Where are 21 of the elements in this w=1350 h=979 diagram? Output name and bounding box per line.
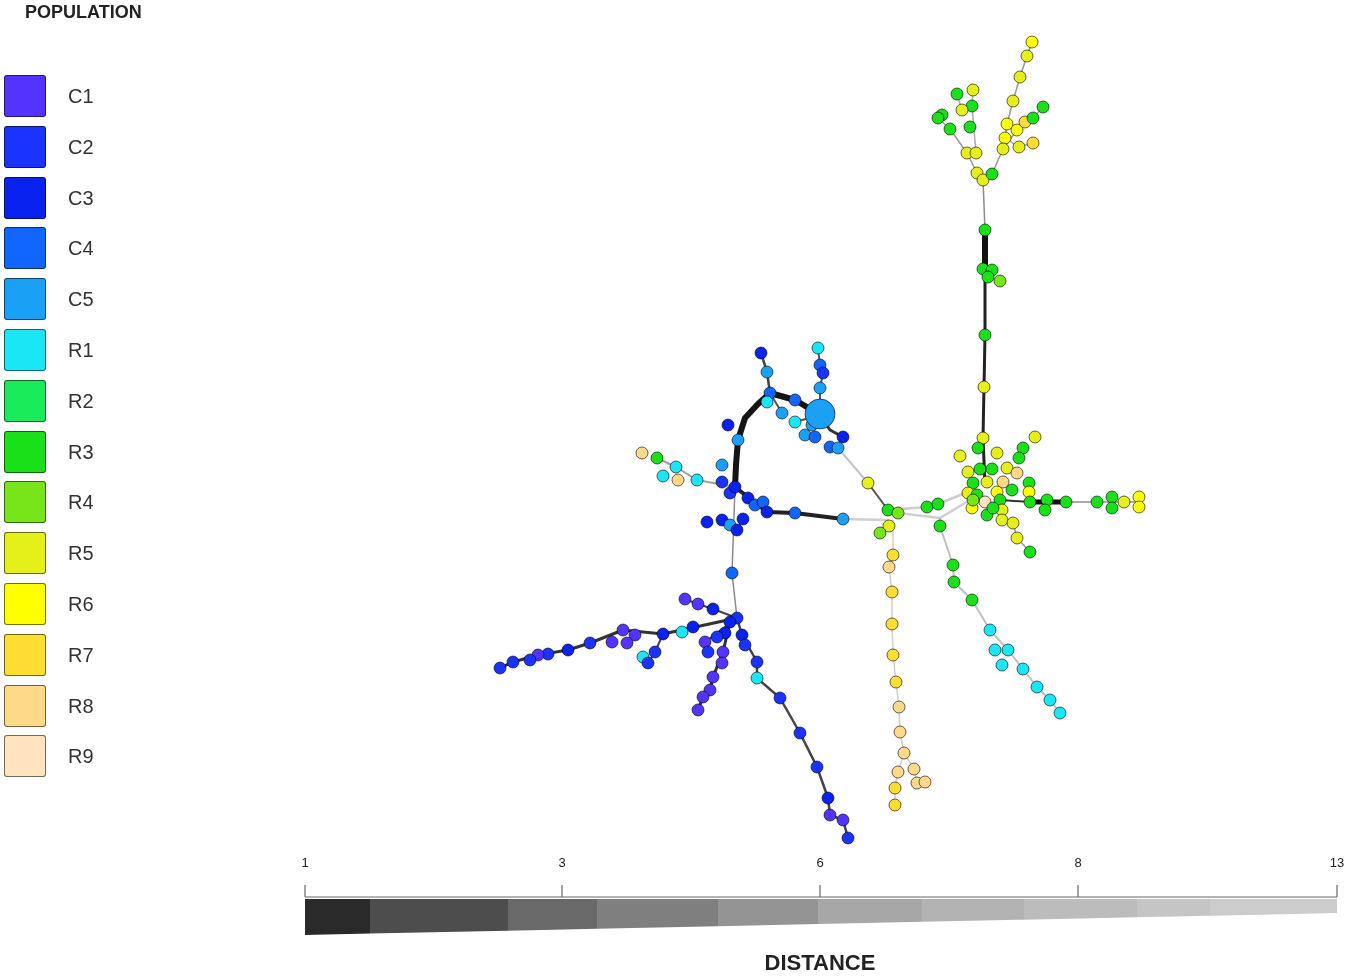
legend-label: C4 (68, 238, 94, 259)
legend-label: C5 (68, 289, 94, 310)
legend-title: POPULATION (25, 3, 142, 21)
tick-label: 6 (816, 856, 824, 869)
legend-label: R5 (68, 543, 94, 564)
legend-label: R4 (68, 492, 94, 513)
legend-label: C2 (68, 136, 94, 157)
scale-title: DISTANCE (764, 952, 876, 974)
legend-label: R3 (68, 441, 94, 462)
tick-label: 13 (1329, 856, 1345, 869)
tick-label: 1 (301, 856, 309, 869)
legend-label: R9 (68, 746, 94, 767)
legend-label: R6 (68, 594, 94, 614)
legend-label: R7 (68, 644, 94, 665)
legend-label: C1 (68, 86, 94, 106)
tick-label: 8 (1074, 856, 1082, 869)
legend-label: R2 (68, 390, 94, 411)
legend-label: C3 (68, 187, 94, 208)
legend-label: R1 (68, 340, 94, 360)
legend-label: R8 (68, 695, 94, 716)
tick-label: 3 (558, 856, 566, 869)
